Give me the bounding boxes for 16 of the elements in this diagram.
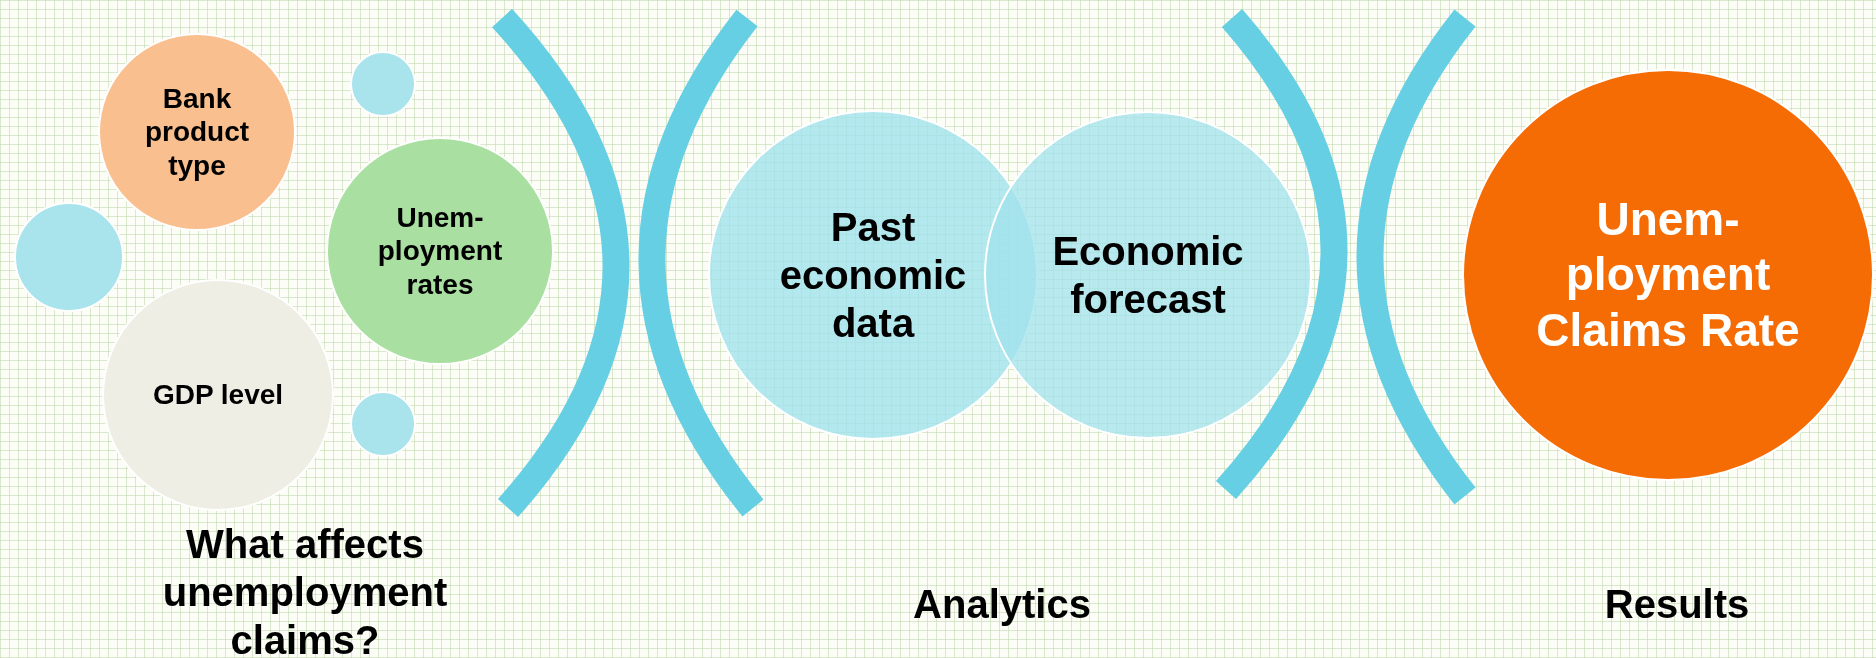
section-heading: What affects unemployment claims? bbox=[161, 521, 449, 658]
bubble bbox=[102, 279, 334, 511]
bubble-text: Economic forecast bbox=[1051, 228, 1245, 323]
bubble-text: GDP level bbox=[151, 378, 285, 412]
bubble-text: Unem-ployment Claims Rate bbox=[1535, 192, 1801, 358]
bubble bbox=[14, 202, 124, 312]
section-heading: Results bbox=[1604, 581, 1750, 628]
bubble bbox=[1462, 69, 1874, 481]
bubble-text: Bank product type bbox=[143, 81, 251, 183]
bubble bbox=[98, 33, 296, 231]
bubble-text: Past economic data bbox=[778, 204, 968, 347]
bubble bbox=[984, 111, 1312, 439]
bubble bbox=[350, 391, 416, 457]
bubble bbox=[350, 51, 416, 117]
section-heading: Analytics bbox=[913, 581, 1091, 628]
bubble-text: Unem-ployment rates bbox=[376, 200, 504, 302]
